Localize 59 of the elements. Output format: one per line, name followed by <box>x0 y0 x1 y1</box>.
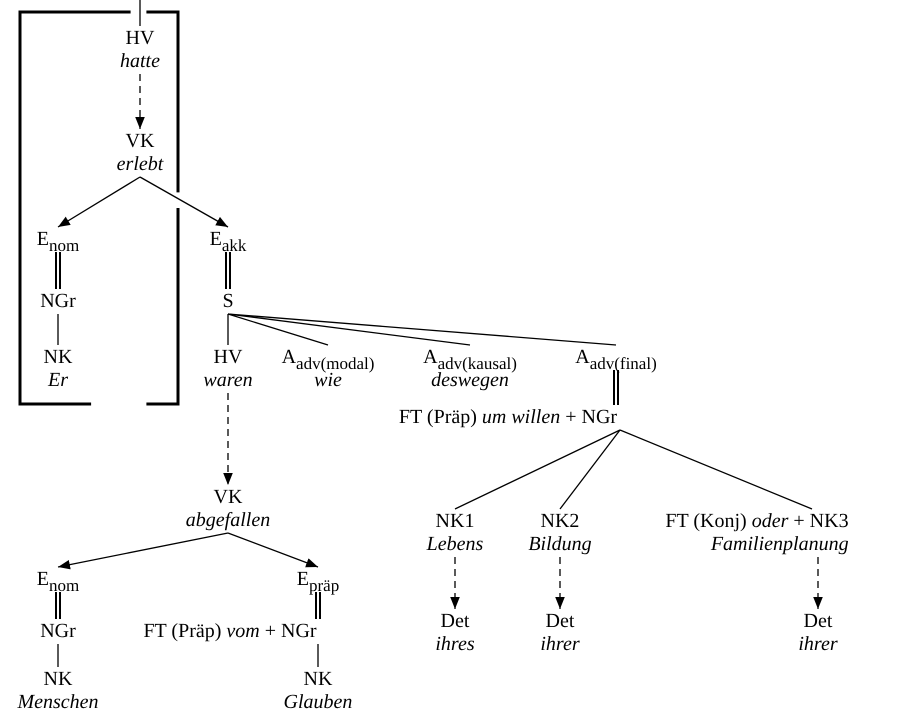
category-label: S <box>222 290 234 313</box>
double-line <box>55 252 61 289</box>
word-form: Glauben <box>284 691 352 714</box>
arrow <box>58 532 228 570</box>
double-line <box>315 592 321 619</box>
connector-line <box>317 644 319 667</box>
arrow <box>135 74 145 129</box>
connector-line <box>57 644 59 667</box>
word-form: Lebens <box>426 533 484 556</box>
double-line <box>613 370 619 405</box>
word-form: ihres <box>435 633 475 656</box>
category-label: VK <box>124 130 156 153</box>
category-label: NK <box>44 346 72 369</box>
word-form: hatte <box>120 50 160 73</box>
arrow <box>450 557 460 609</box>
category-label: NGr <box>40 290 76 313</box>
category-label: E$_{nom}$ <box>36 568 80 591</box>
word-form: ihrer <box>798 633 838 656</box>
arrow <box>813 557 823 609</box>
category-label: VK <box>212 486 244 509</box>
category-label: NK <box>302 668 334 691</box>
connector-line <box>57 314 59 345</box>
connector-line <box>620 429 812 510</box>
word-form: waren <box>203 369 253 392</box>
connector-line <box>228 313 616 346</box>
connector-line <box>559 430 621 510</box>
category-label: NK1 <box>434 510 476 533</box>
category-label: FT (Präp) vom + NGr <box>143 620 317 643</box>
category-label: E$_{nom}$ <box>36 228 80 251</box>
word-form: ihrer <box>540 633 580 656</box>
double-line <box>225 252 231 289</box>
connector-line <box>228 313 470 346</box>
arrow <box>555 557 565 609</box>
category-label: NGr <box>40 620 76 643</box>
category-label: FT (Konj) oder + NK3 <box>665 510 849 533</box>
arrow <box>140 176 228 228</box>
word-form: Menschen <box>17 691 99 714</box>
connector-line <box>228 313 328 346</box>
word-form: Familienplanung <box>710 533 849 556</box>
category-label: Det <box>440 610 470 633</box>
category-label: NK <box>42 668 74 691</box>
word-form: Bildung <box>528 533 592 556</box>
word-form: abgefallen <box>186 509 270 532</box>
category-label: NK2 <box>540 510 580 533</box>
word-form: Er <box>46 369 69 392</box>
category-label: HV <box>124 27 156 50</box>
arrow <box>223 393 233 485</box>
double-line <box>55 592 61 619</box>
word-form: erlebt <box>116 153 164 176</box>
category-label: Det <box>544 610 576 633</box>
category-label: E$_{akk}$ <box>210 228 246 251</box>
arrow <box>58 176 140 228</box>
connector-line <box>227 314 229 345</box>
connector-line <box>454 429 620 510</box>
category-label: HV <box>212 346 244 369</box>
arrow <box>228 532 318 568</box>
category-label: Det <box>802 610 834 633</box>
category-label: FT (Präp) um willen + NGr <box>398 406 618 429</box>
connector-line <box>139 0 141 26</box>
